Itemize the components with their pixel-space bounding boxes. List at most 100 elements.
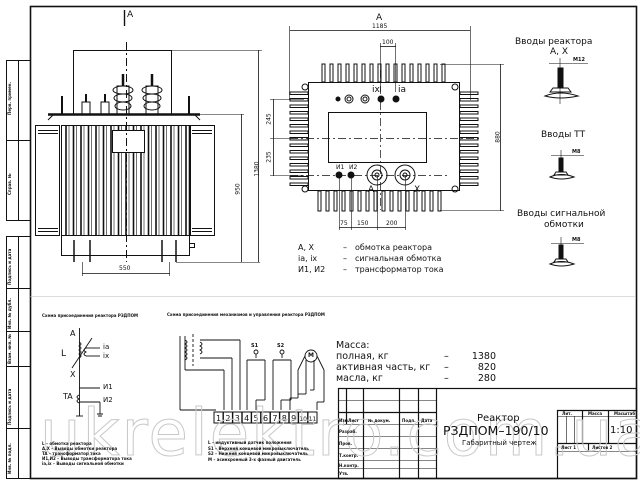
schematic-label-ix: ix — [103, 352, 110, 360]
legend-dash: – — [343, 243, 347, 252]
schematic-label-a: A — [70, 329, 76, 338]
bushing-detail-title: Вводы ТТ — [541, 130, 586, 140]
cooling-fin — [289, 130, 309, 134]
col-header: Дата — [421, 418, 433, 423]
terminal-cell — [307, 411, 318, 424]
side-stamp-lower — [6, 236, 31, 479]
row-label: Утв. — [339, 471, 349, 476]
col-header: Изм. — [339, 418, 350, 423]
note-line: TA – трансформатор тока — [42, 451, 101, 456]
schematic-label-i2: И2 — [103, 396, 113, 404]
row-label: Пров. — [339, 441, 353, 446]
mass-dash: – — [444, 362, 449, 373]
cooling-fin — [459, 111, 479, 115]
col-header: Подп. — [402, 418, 416, 423]
bushing-large-2 — [141, 74, 163, 115]
legend-dash: – — [343, 265, 347, 274]
terminal-number: 7 — [272, 414, 277, 423]
cooling-fin — [289, 182, 309, 186]
mass-value: 280 — [477, 373, 496, 384]
note-line: A,X – Выводы обмотки реактора — [42, 446, 118, 451]
note-line: И1,И2 – Выводы трансформатора тока — [42, 456, 132, 461]
schematic-label-l: L — [61, 349, 67, 359]
sheet-count: Листов 2 — [592, 445, 613, 450]
side-stamp-text: Подпись и дата — [7, 248, 12, 285]
right-header: Лит. — [562, 411, 572, 416]
note-line: S1 – Верхний концевой микровыключатель — [208, 445, 309, 451]
mass-row: масла, кг–280 — [336, 373, 496, 384]
row-label: Н.контр. — [339, 463, 359, 468]
cooling-fin — [369, 63, 374, 83]
side-stamp-text: Взам. инв. № — [7, 333, 12, 364]
mass-row: полная, кг–1380 — [336, 351, 496, 362]
title-block-scale: 1:10 — [610, 425, 633, 436]
bushing-large-1 — [112, 74, 134, 115]
dim-bushing-spacing: 100 — [382, 39, 394, 46]
terminal-number: 6 — [263, 414, 268, 423]
cooling-fin — [289, 117, 309, 121]
mass-value: 1380 — [471, 351, 496, 362]
schematic-label-ta: TA — [63, 392, 73, 401]
cooling-fin — [459, 117, 479, 121]
terminal-number: 11 — [309, 416, 317, 423]
bushing-thread-label: M8 — [572, 149, 581, 155]
cooling-fin — [389, 190, 394, 212]
col-header: Лист — [348, 418, 359, 423]
bushing-detail-subtitle: A, X — [550, 47, 569, 57]
side-stamp-text: Справ. № — [7, 173, 12, 195]
terminal-number: 4 — [244, 414, 249, 423]
cooling-fin — [341, 190, 346, 212]
legend-row: A, X –обмотка реактора — [298, 242, 443, 253]
cooling-fin — [459, 150, 479, 154]
schematic-label-ia: ia — [103, 343, 110, 351]
side-stamp-upper — [6, 60, 31, 221]
bushing-detail-title: Вводы реактора — [515, 37, 593, 47]
right-header: Масса — [588, 411, 603, 416]
motor-label: M — [308, 352, 314, 359]
terminal-number: 9 — [291, 414, 296, 423]
cooling-fin — [385, 63, 390, 83]
cooling-fin — [289, 169, 309, 173]
bushing-detail-subtitle: обмотки — [544, 220, 584, 230]
terminal-number: 10 — [299, 416, 307, 423]
note-line: L – обмотка реактора — [42, 441, 92, 446]
cooling-fin — [333, 190, 338, 212]
mass-label: активная часть, кг — [336, 362, 431, 373]
legend-key: A, X — [298, 243, 315, 252]
dim-bottom-3: 200 — [386, 220, 398, 227]
schematic-connection-notes: L – обмотка реактора A,X – Выводы обмотк… — [42, 441, 132, 466]
dim-bottom-2: 150 — [357, 220, 369, 227]
dim-width: 1185 — [372, 23, 388, 30]
right-header: Масштаб — [614, 411, 636, 416]
cooling-fin — [459, 176, 479, 180]
schematic-label-x: X — [70, 370, 76, 379]
front-view — [35, 10, 262, 276]
cooling-fin — [421, 190, 426, 212]
dim-depth: 880 — [494, 131, 502, 143]
terminal-legend: A, X–обмотка реактора ia, ix–сигнальная … — [298, 242, 443, 275]
cooling-fin — [345, 63, 350, 83]
cooling-fin — [459, 156, 479, 160]
cooling-fin — [405, 190, 410, 212]
cooling-fin — [459, 124, 479, 128]
terminal-label-x: X — [414, 185, 421, 195]
cooling-fin — [401, 63, 406, 83]
title-block-doc-type: Габаритный чертеж — [462, 439, 537, 447]
legend-desc: обмотка реактора — [355, 243, 432, 252]
cooling-fin — [289, 143, 309, 147]
cooling-fin — [417, 63, 422, 83]
sheet-number: Лист 1 — [561, 445, 576, 450]
schematic-control — [179, 334, 325, 411]
terminal-number: 3 — [235, 414, 240, 423]
bushing-thread-label: M8 — [572, 237, 581, 243]
dim-bottom-1: 75 — [340, 220, 348, 227]
cooling-fin — [373, 190, 378, 212]
mass-label: полная, кг — [336, 351, 389, 362]
cooling-fin — [459, 163, 479, 167]
bushing-detail-2 — [548, 150, 584, 180]
terminal-number: 5 — [254, 414, 259, 423]
row-label: Т.контр. — [339, 453, 359, 458]
bushing-small-1 — [81, 94, 91, 115]
note-line: M – асинхронный 3-х фазный двигатель — [208, 456, 301, 462]
